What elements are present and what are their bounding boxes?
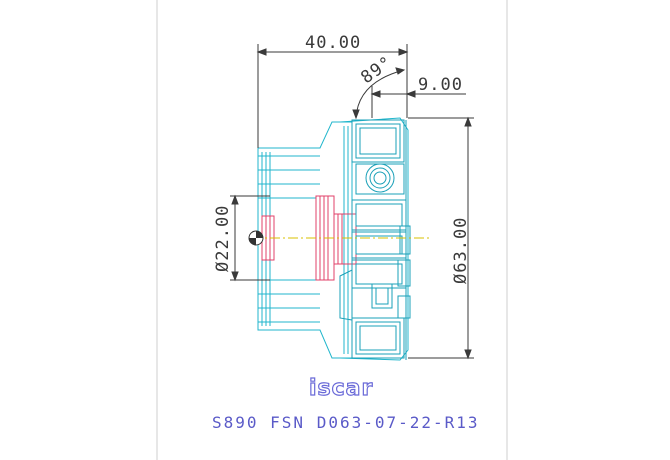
dim-bore-diameter: Ø22.00 <box>213 205 233 272</box>
insert-pockets <box>339 119 411 360</box>
sheet-frame <box>156 0 508 460</box>
dim-cutting-diameter: Ø63.00 <box>451 217 471 284</box>
dimension-lines <box>230 44 474 360</box>
dim-overall-length: 40.00 <box>305 33 361 53</box>
svg-text:iscar: iscar <box>309 376 373 401</box>
dim-lead-angle: 89° <box>357 52 396 88</box>
center-mark-symbol <box>248 230 264 246</box>
iscar-logo: iscar <box>308 375 373 401</box>
tool-designation: S890 FSN D063-07-22-R13 <box>212 413 480 432</box>
dim-insert-width: 9.00 <box>418 75 463 95</box>
